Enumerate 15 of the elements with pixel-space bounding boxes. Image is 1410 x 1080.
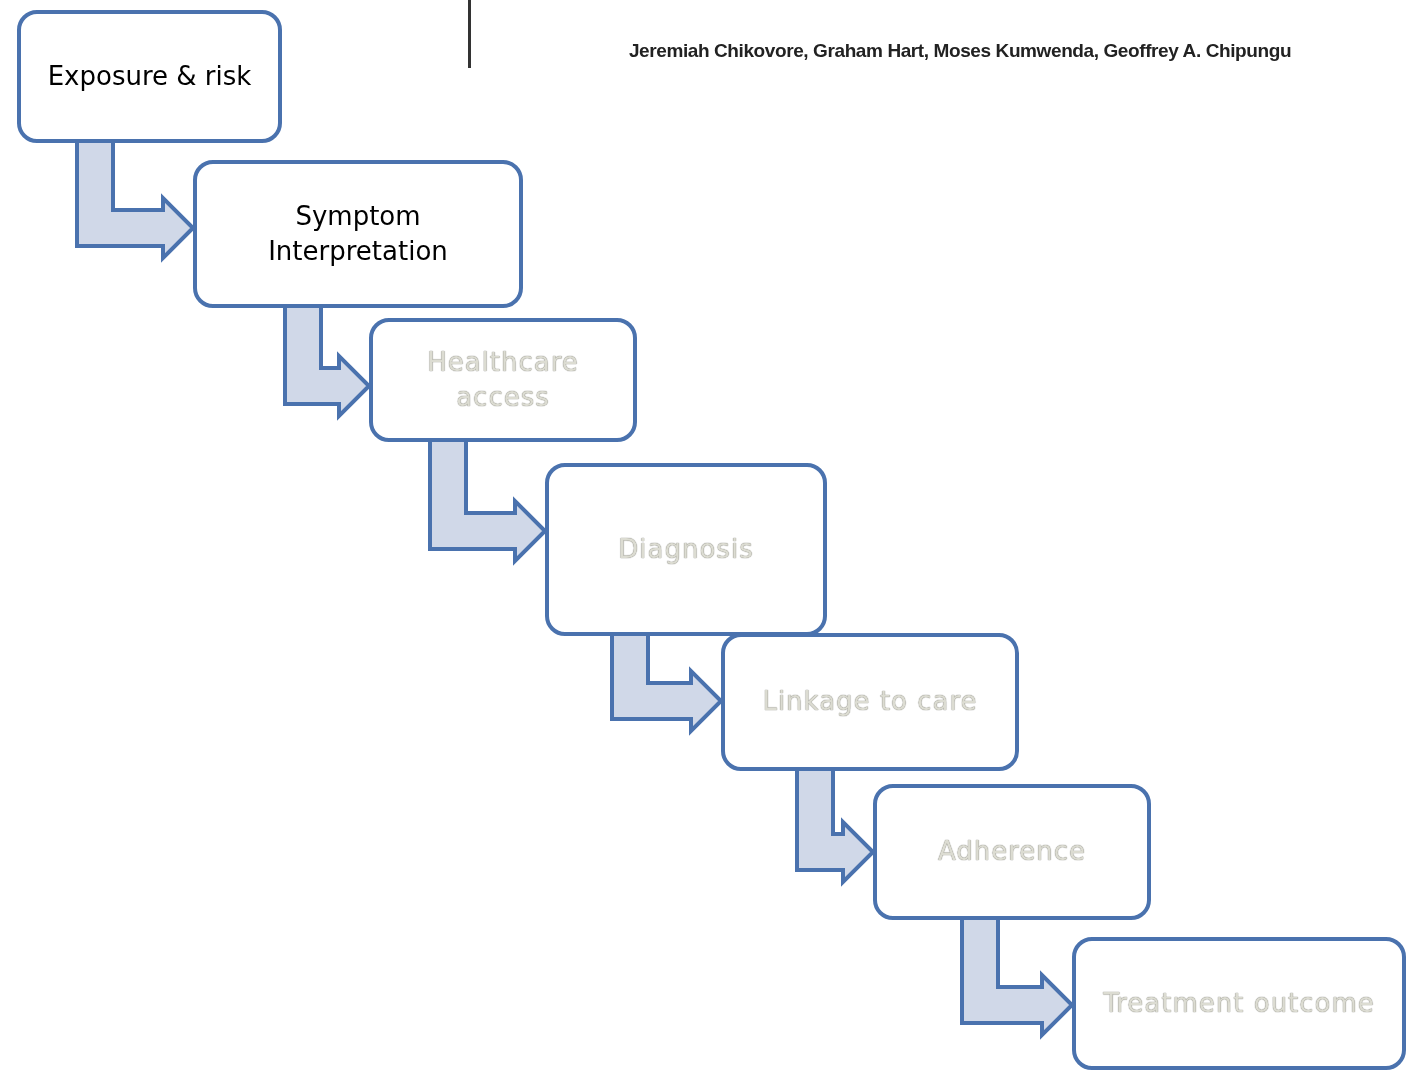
process-box xyxy=(873,784,1151,920)
process-box xyxy=(1072,937,1406,1070)
author-line: Jeremiah Chikovore, Graham Hart, Moses Kumwenda, Geoffrey A. Chipungu xyxy=(627,40,1293,62)
box-label: Linkage to care xyxy=(762,685,978,719)
process-box xyxy=(721,633,1019,771)
process-box xyxy=(369,318,637,442)
process-box xyxy=(193,160,523,308)
process-box xyxy=(545,463,827,636)
process-box xyxy=(17,10,282,143)
box-label: Treatment outcome xyxy=(1103,986,1375,1020)
box-label: Adherence xyxy=(937,835,1087,869)
box-label: Symptom Interpretation xyxy=(267,199,449,268)
box-label: Diagnosis xyxy=(618,532,754,566)
box-label: Healthcare access xyxy=(426,345,580,414)
box-label: Exposure & risk xyxy=(47,59,252,93)
